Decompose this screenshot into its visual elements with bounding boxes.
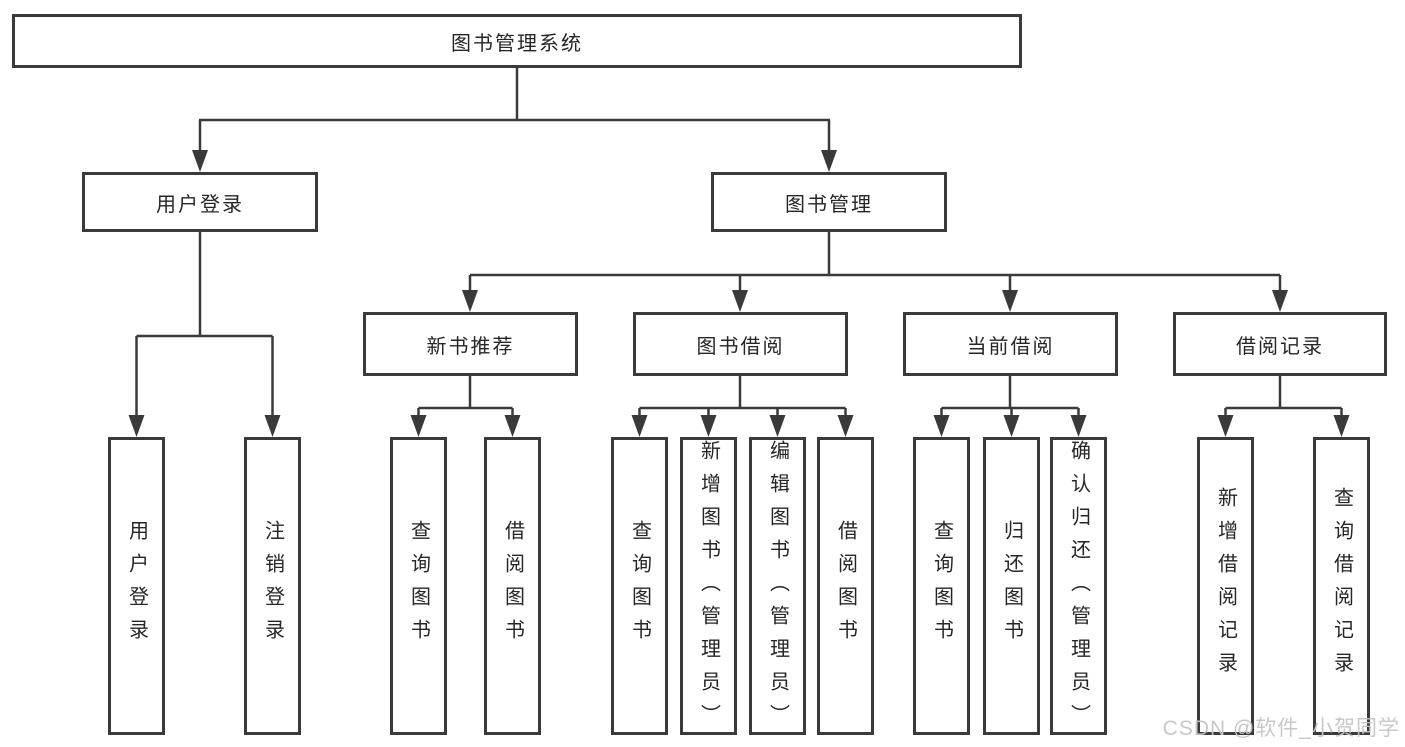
- leaf-nb-query-book: 查询图书: [390, 437, 447, 735]
- leaf-user-login-label: 用户登录: [125, 520, 148, 652]
- csdn-watermark: CSDN @软件_小贺同学: [1162, 717, 1400, 740]
- leaf-br-query-record: 查询借阅记录: [1313, 437, 1370, 735]
- leaf-bb-add-book-admin: 新增图书（管理员）: [680, 437, 737, 737]
- leaf-cb-confirm-return-admin: 确认归还（管理员）: [1050, 437, 1107, 737]
- leaf-bb-borrow-book-label: 借阅图书: [834, 520, 857, 652]
- node-library-system: 图书管理系统: [12, 14, 1022, 68]
- leaf-bb-edit-book-admin: 编辑图书（管理员）: [749, 437, 806, 737]
- node-new-book-recommend: 新书推荐: [363, 312, 578, 376]
- leaf-bb-query-book-label: 查询图书: [628, 520, 651, 652]
- leaf-cb-query-book: 查询图书: [913, 437, 970, 735]
- arrowhead-icons: [128, 150, 1350, 437]
- leaf-cb-query-book-label: 查询图书: [930, 520, 953, 652]
- leaf-bb-edit-book-admin-label: 编辑图书（管理员）: [766, 440, 789, 737]
- node-current-borrowing: 当前借阅: [903, 312, 1118, 376]
- leaf-nb-query-book-label: 查询图书: [407, 520, 430, 652]
- leaf-bb-query-book: 查询图书: [611, 437, 668, 735]
- node-book-borrowing: 图书借阅: [633, 312, 848, 376]
- leaf-bb-borrow-book: 借阅图书: [817, 437, 874, 735]
- node-borrow-records: 借阅记录: [1173, 312, 1387, 376]
- leaf-cb-confirm-return-admin-label: 确认归还（管理员）: [1067, 440, 1090, 737]
- leaf-nb-borrow-book-label: 借阅图书: [501, 520, 524, 652]
- leaf-logout-label: 注销登录: [261, 520, 284, 652]
- leaf-user-login: 用户登录: [108, 437, 165, 735]
- leaf-bb-add-book-admin-label: 新增图书（管理员）: [697, 440, 720, 737]
- leaf-br-query-record-label: 查询借阅记录: [1330, 487, 1353, 685]
- leaf-cb-return-book-label: 归还图书: [1000, 520, 1023, 652]
- leaf-logout: 注销登录: [244, 437, 301, 735]
- leaf-nb-borrow-book: 借阅图书: [484, 437, 541, 735]
- node-user-login: 用户登录: [82, 172, 318, 232]
- leaf-br-add-record: 新增借阅记录: [1197, 437, 1254, 735]
- node-book-management: 图书管理: [711, 172, 947, 232]
- leaf-cb-return-book: 归还图书: [983, 437, 1040, 735]
- leaf-br-add-record-label: 新增借阅记录: [1214, 487, 1237, 685]
